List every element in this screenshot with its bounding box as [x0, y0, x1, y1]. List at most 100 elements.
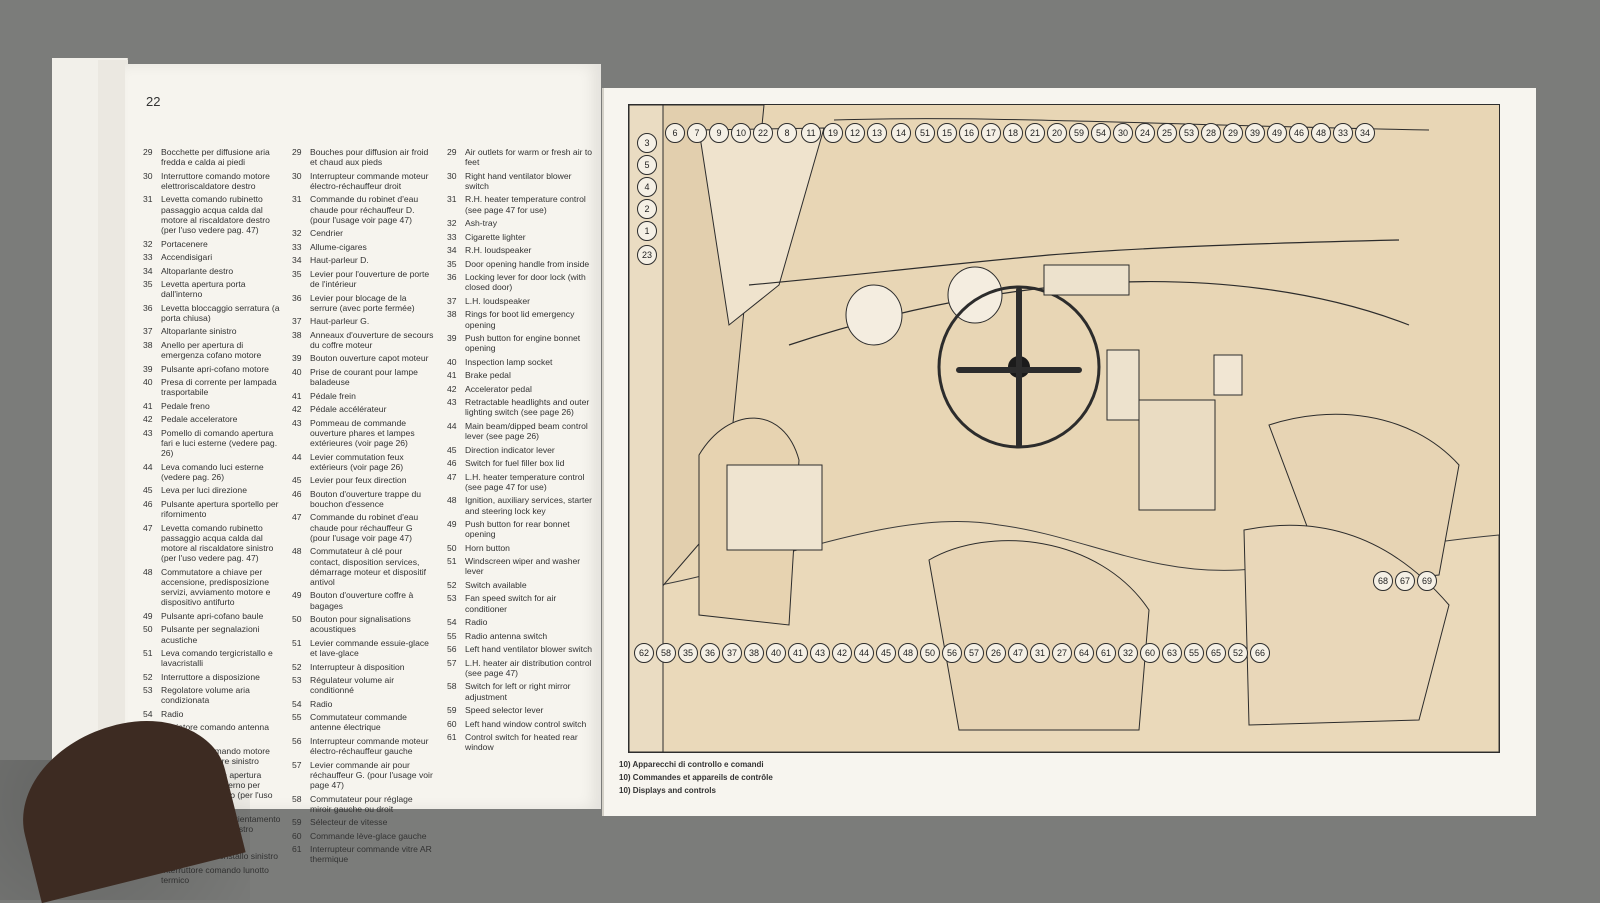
italian-text: Leva per luci direzione: [161, 485, 247, 496]
french-number: 50: [292, 614, 302, 625]
callout-bubble: 52: [1228, 643, 1248, 663]
callout-bubble: 54: [1091, 123, 1111, 143]
french-text: Bouton ouverture capot moteur: [310, 353, 429, 364]
french-number: 31: [292, 194, 302, 205]
italian-text: Pomello di comando apertura fari e luci …: [161, 427, 278, 459]
callout-bubble: 10: [731, 123, 751, 143]
english-number: 30: [447, 170, 457, 181]
english-item: 58 Switch for left or right mirror adjust…: [447, 681, 597, 701]
callout-bubble: 59: [1069, 123, 1089, 143]
italian-number: 51: [143, 648, 153, 659]
figure-caption: 10) Apparecchi di controllo e comandi 10…: [619, 758, 773, 797]
italian-number: 45: [143, 485, 153, 496]
italian-number: 29: [143, 147, 153, 157]
english-text: Speed selector lever: [465, 705, 544, 716]
english-number: 43: [447, 397, 457, 408]
english-number: 35: [447, 258, 457, 269]
french-text: Interrupteur commande vitre AR thermique: [310, 844, 432, 865]
french-number: 33: [292, 241, 302, 252]
callout-bubble: 32: [1118, 643, 1138, 663]
callout-bubble: 69: [1417, 571, 1437, 591]
italian-number: 43: [143, 427, 153, 438]
callout-bubble: 37: [722, 643, 742, 663]
english-number: 47: [447, 471, 457, 482]
english-text: Switch for left or right mirror adjustme…: [465, 681, 571, 702]
callout-bubble: 40: [766, 643, 786, 663]
callout-bubble: 33: [1333, 123, 1353, 143]
english-number: 44: [447, 420, 457, 431]
callout-bubble: 46: [1289, 123, 1309, 143]
french-number: 55: [292, 712, 302, 723]
callout-bubble: 14: [891, 123, 911, 143]
callout-bubble: 27: [1052, 643, 1072, 663]
italian-number: 46: [143, 498, 153, 509]
english-text: Switch available: [465, 579, 527, 590]
callout-bubble: 48: [898, 643, 918, 663]
french-text: Cendrier: [310, 228, 343, 239]
callout-bubble: 55: [1184, 643, 1204, 663]
callout-bubble: 7: [687, 123, 707, 143]
english-text: L.H. loudspeaker: [465, 295, 530, 306]
italian-number: 30: [143, 170, 153, 181]
french-number: 56: [292, 735, 302, 746]
italian-text: Altoparlante destro: [161, 265, 234, 276]
italian-text: Accendisigari: [161, 252, 213, 263]
french-number: 38: [292, 329, 302, 340]
callout-bubble: 13: [867, 123, 887, 143]
french-number: 46: [292, 488, 302, 499]
french-text: Prise de courant pour lampe baladeuse: [310, 366, 418, 388]
page-number: 22: [146, 94, 161, 109]
italian-text: Levetta comando rubinetto passaggio acqu…: [161, 194, 270, 236]
callout-bubble: 60: [1140, 643, 1160, 663]
french-number: 43: [292, 417, 302, 428]
french-text: Levier commande air pour réchauffeur G. …: [310, 759, 433, 791]
french-number: 32: [292, 228, 302, 239]
callout-bubble: 57: [964, 643, 984, 663]
italian-number: 48: [143, 566, 153, 577]
callout-bubble: 45: [876, 643, 896, 663]
english-text: Left hand ventilator blower switch: [465, 644, 593, 655]
french-text: Pédale frein: [310, 390, 356, 401]
french-number: 47: [292, 512, 302, 523]
italian-text: Levetta apertura porta dall'interno: [161, 279, 246, 300]
english-text: Rings for boot lid emergency opening: [465, 309, 575, 330]
french-text: Levier pour feux direction: [310, 475, 407, 486]
callout-bubble: 43: [810, 643, 830, 663]
english-text: Cigarette lighter: [465, 231, 526, 242]
english-text: Air outlets for warm or fresh air to fee…: [465, 147, 593, 168]
italian-number: 39: [143, 363, 153, 374]
english-number: 58: [447, 681, 457, 692]
english-text: Main beam/dipped beam control lever (see…: [465, 420, 588, 442]
callout-bubble: 42: [832, 643, 852, 663]
callout-bubble: 17: [981, 123, 1001, 143]
english-text: R.H. heater temperature control (see pag…: [465, 194, 586, 215]
callout-bubble: 20: [1047, 123, 1067, 143]
callout-bubble: 31: [1030, 643, 1050, 663]
